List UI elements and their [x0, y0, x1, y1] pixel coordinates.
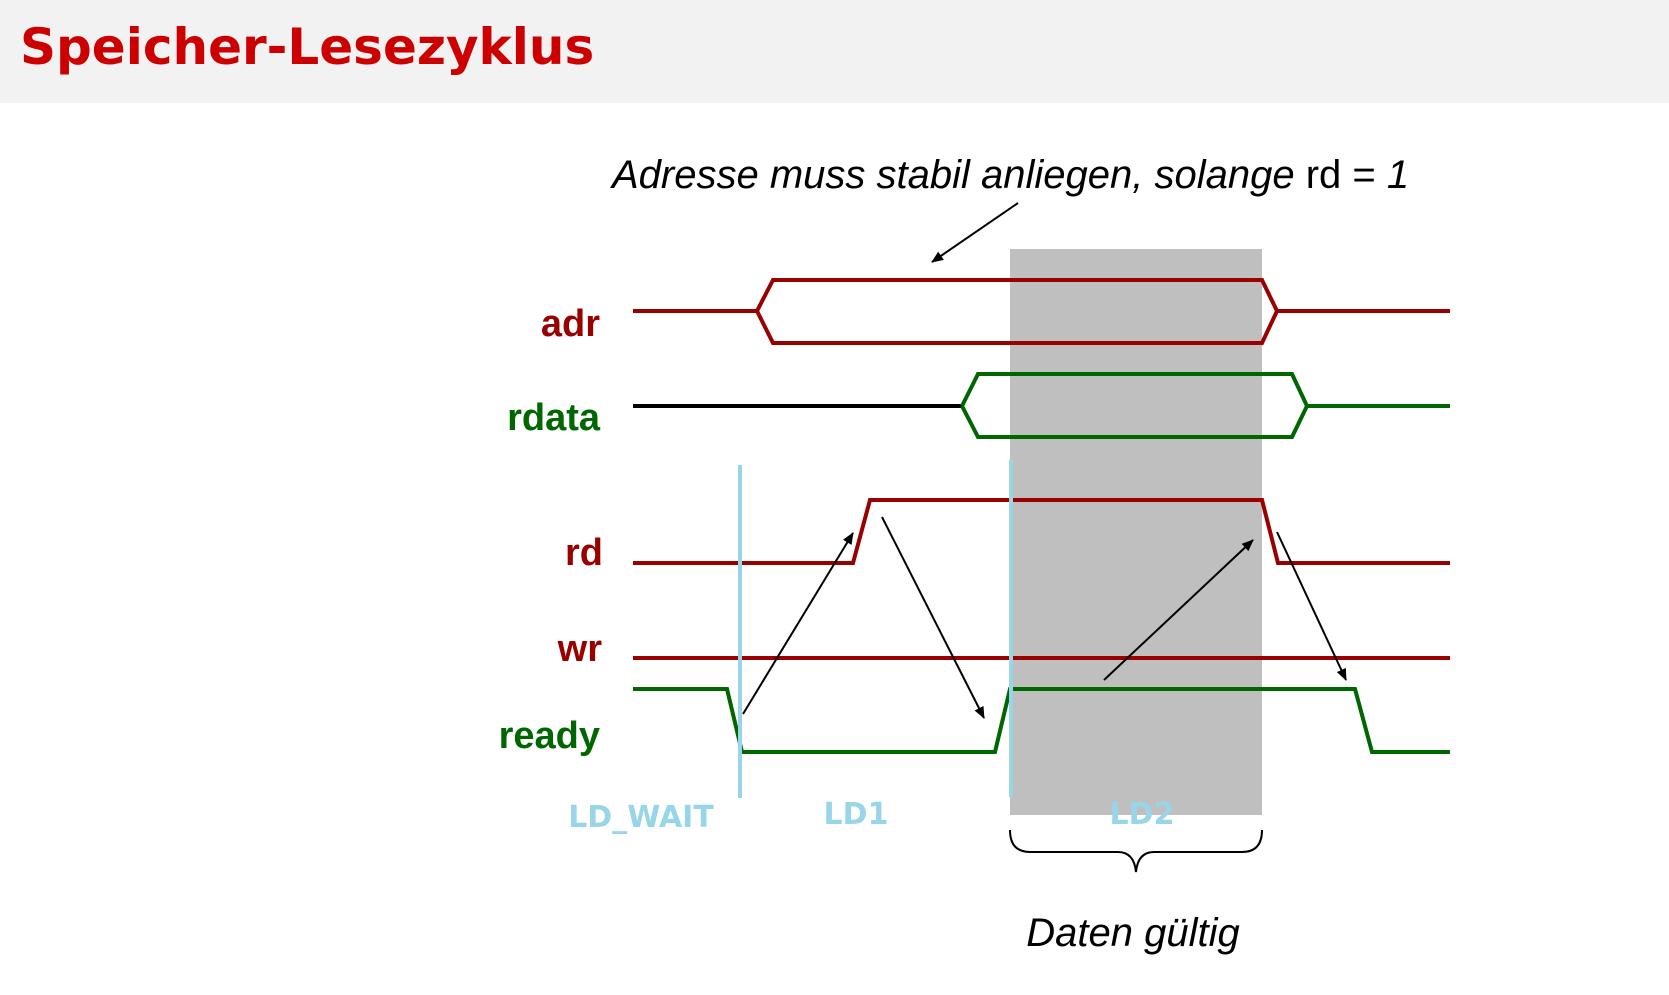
signal-label-rdata: rdata: [507, 397, 601, 439]
signal-label-adr: adr: [541, 303, 600, 345]
causality-arrows: [742, 516, 1347, 719]
annotation-arrow: [931, 202, 1019, 263]
waveform-ready: [633, 687, 1450, 754]
state-label-ld1: LD1: [824, 797, 889, 832]
annotation-bottom: Daten gültig: [1026, 911, 1239, 955]
waveform-rd: [633, 498, 1450, 565]
data-valid-brace: [1009, 829, 1263, 873]
waveform-adr: [633, 278, 1450, 345]
page-title: Speicher-Lesezyklus: [20, 18, 595, 76]
waveform-rdata: [633, 372, 1450, 439]
signal-label-ready: ready: [499, 715, 600, 757]
data-valid-region: [1010, 249, 1262, 815]
annotation-top: Adresse muss stabil anliegen, solange rd…: [610, 153, 1409, 197]
signal-label-wr: wr: [557, 628, 603, 670]
title-bar: Speicher-Lesezyklus: [0, 0, 1669, 103]
signal-label-rd: rd: [565, 532, 603, 574]
state-label-ld2: LD2: [1110, 797, 1175, 832]
state-label-ld-wait: LD_WAIT: [568, 800, 714, 835]
